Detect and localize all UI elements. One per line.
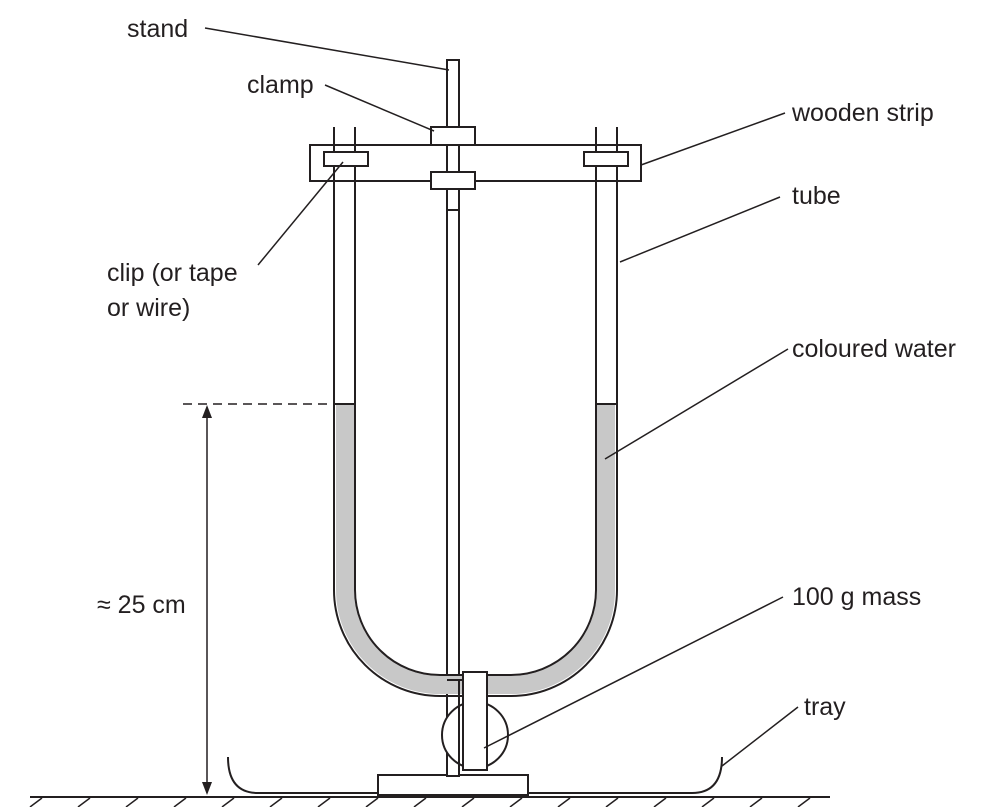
- label-clamp: clamp: [247, 71, 314, 99]
- label-clip-line1: clip (or tape: [107, 259, 238, 287]
- label-coloured-water: coloured water: [792, 335, 956, 363]
- u-tube: [333, 127, 618, 697]
- label-tube: tube: [792, 182, 841, 210]
- label-height: ≈ 25 cm: [97, 591, 186, 619]
- leader-lines: [204, 27, 799, 767]
- stand-base: [377, 774, 529, 796]
- clip-right: [583, 151, 629, 167]
- label-mass: 100 g mass: [792, 583, 921, 611]
- floor-hatching: [29, 796, 830, 807]
- height-dimension: [183, 403, 334, 795]
- clamp-lower: [430, 171, 476, 190]
- mass-hanger: [441, 671, 509, 771]
- label-tray: tray: [804, 693, 846, 721]
- label-wooden-strip: wooden strip: [791, 99, 934, 127]
- coloured-water-column: [336, 404, 615, 694]
- label-stand: stand: [127, 15, 188, 43]
- clamp-upper: [430, 126, 476, 146]
- clip-left: [323, 151, 369, 167]
- label-clip-line2: or wire): [107, 294, 190, 322]
